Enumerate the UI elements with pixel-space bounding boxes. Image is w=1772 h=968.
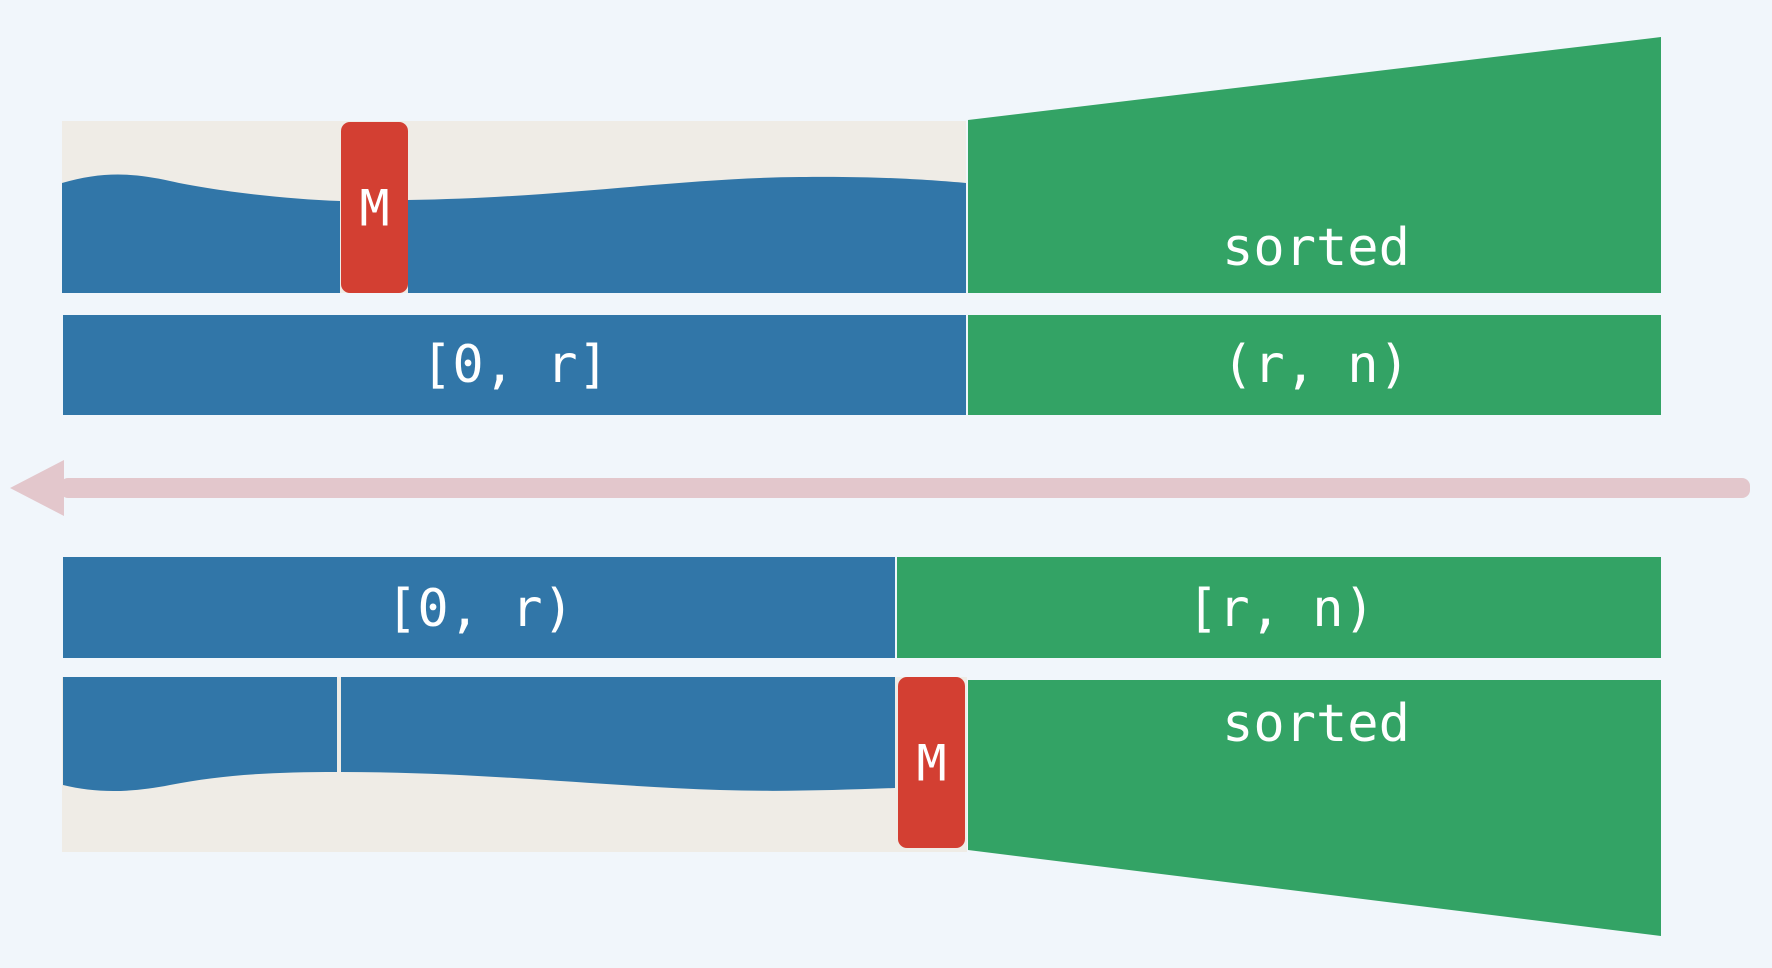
- top-max-marker: [341, 122, 408, 293]
- bottom-sorted-range-label: [r, n): [1187, 579, 1375, 639]
- top-heap-range-label: [0, r]: [421, 335, 609, 395]
- transition-arrow: [10, 460, 1750, 516]
- bottom-state: [0, r) [r, n) M sorted: [62, 557, 1661, 936]
- bottom-sorted-trapezoid: [968, 680, 1661, 936]
- arrow-head-icon: [10, 460, 64, 516]
- bottom-sorted-range-bar: [897, 557, 1661, 658]
- bottom-heap-range-label: [0, r): [386, 579, 574, 639]
- top-heap-range-bar: [63, 315, 966, 415]
- top-heap-shape-right: [408, 176, 966, 293]
- top-max-label: M: [359, 180, 389, 238]
- top-sorted-label: sorted: [1222, 218, 1410, 278]
- top-sorted-range-bar: [968, 315, 1661, 415]
- arrow-shaft: [60, 478, 1750, 498]
- top-heap-shape-left: [62, 174, 340, 293]
- bottom-sorted-label: sorted: [1222, 694, 1410, 754]
- top-sorted-trapezoid: [968, 37, 1661, 293]
- bottom-heap-range-bar: [63, 557, 895, 658]
- bottom-max-marker: [898, 677, 965, 848]
- bottom-max-label: M: [916, 735, 946, 793]
- top-state: M sorted [0, r] (r, n): [62, 37, 1661, 415]
- bottom-heap-shape-left: [63, 677, 337, 791]
- bottom-heap-shape-right: [341, 677, 895, 791]
- top-sorted-range-label: (r, n): [1222, 335, 1410, 395]
